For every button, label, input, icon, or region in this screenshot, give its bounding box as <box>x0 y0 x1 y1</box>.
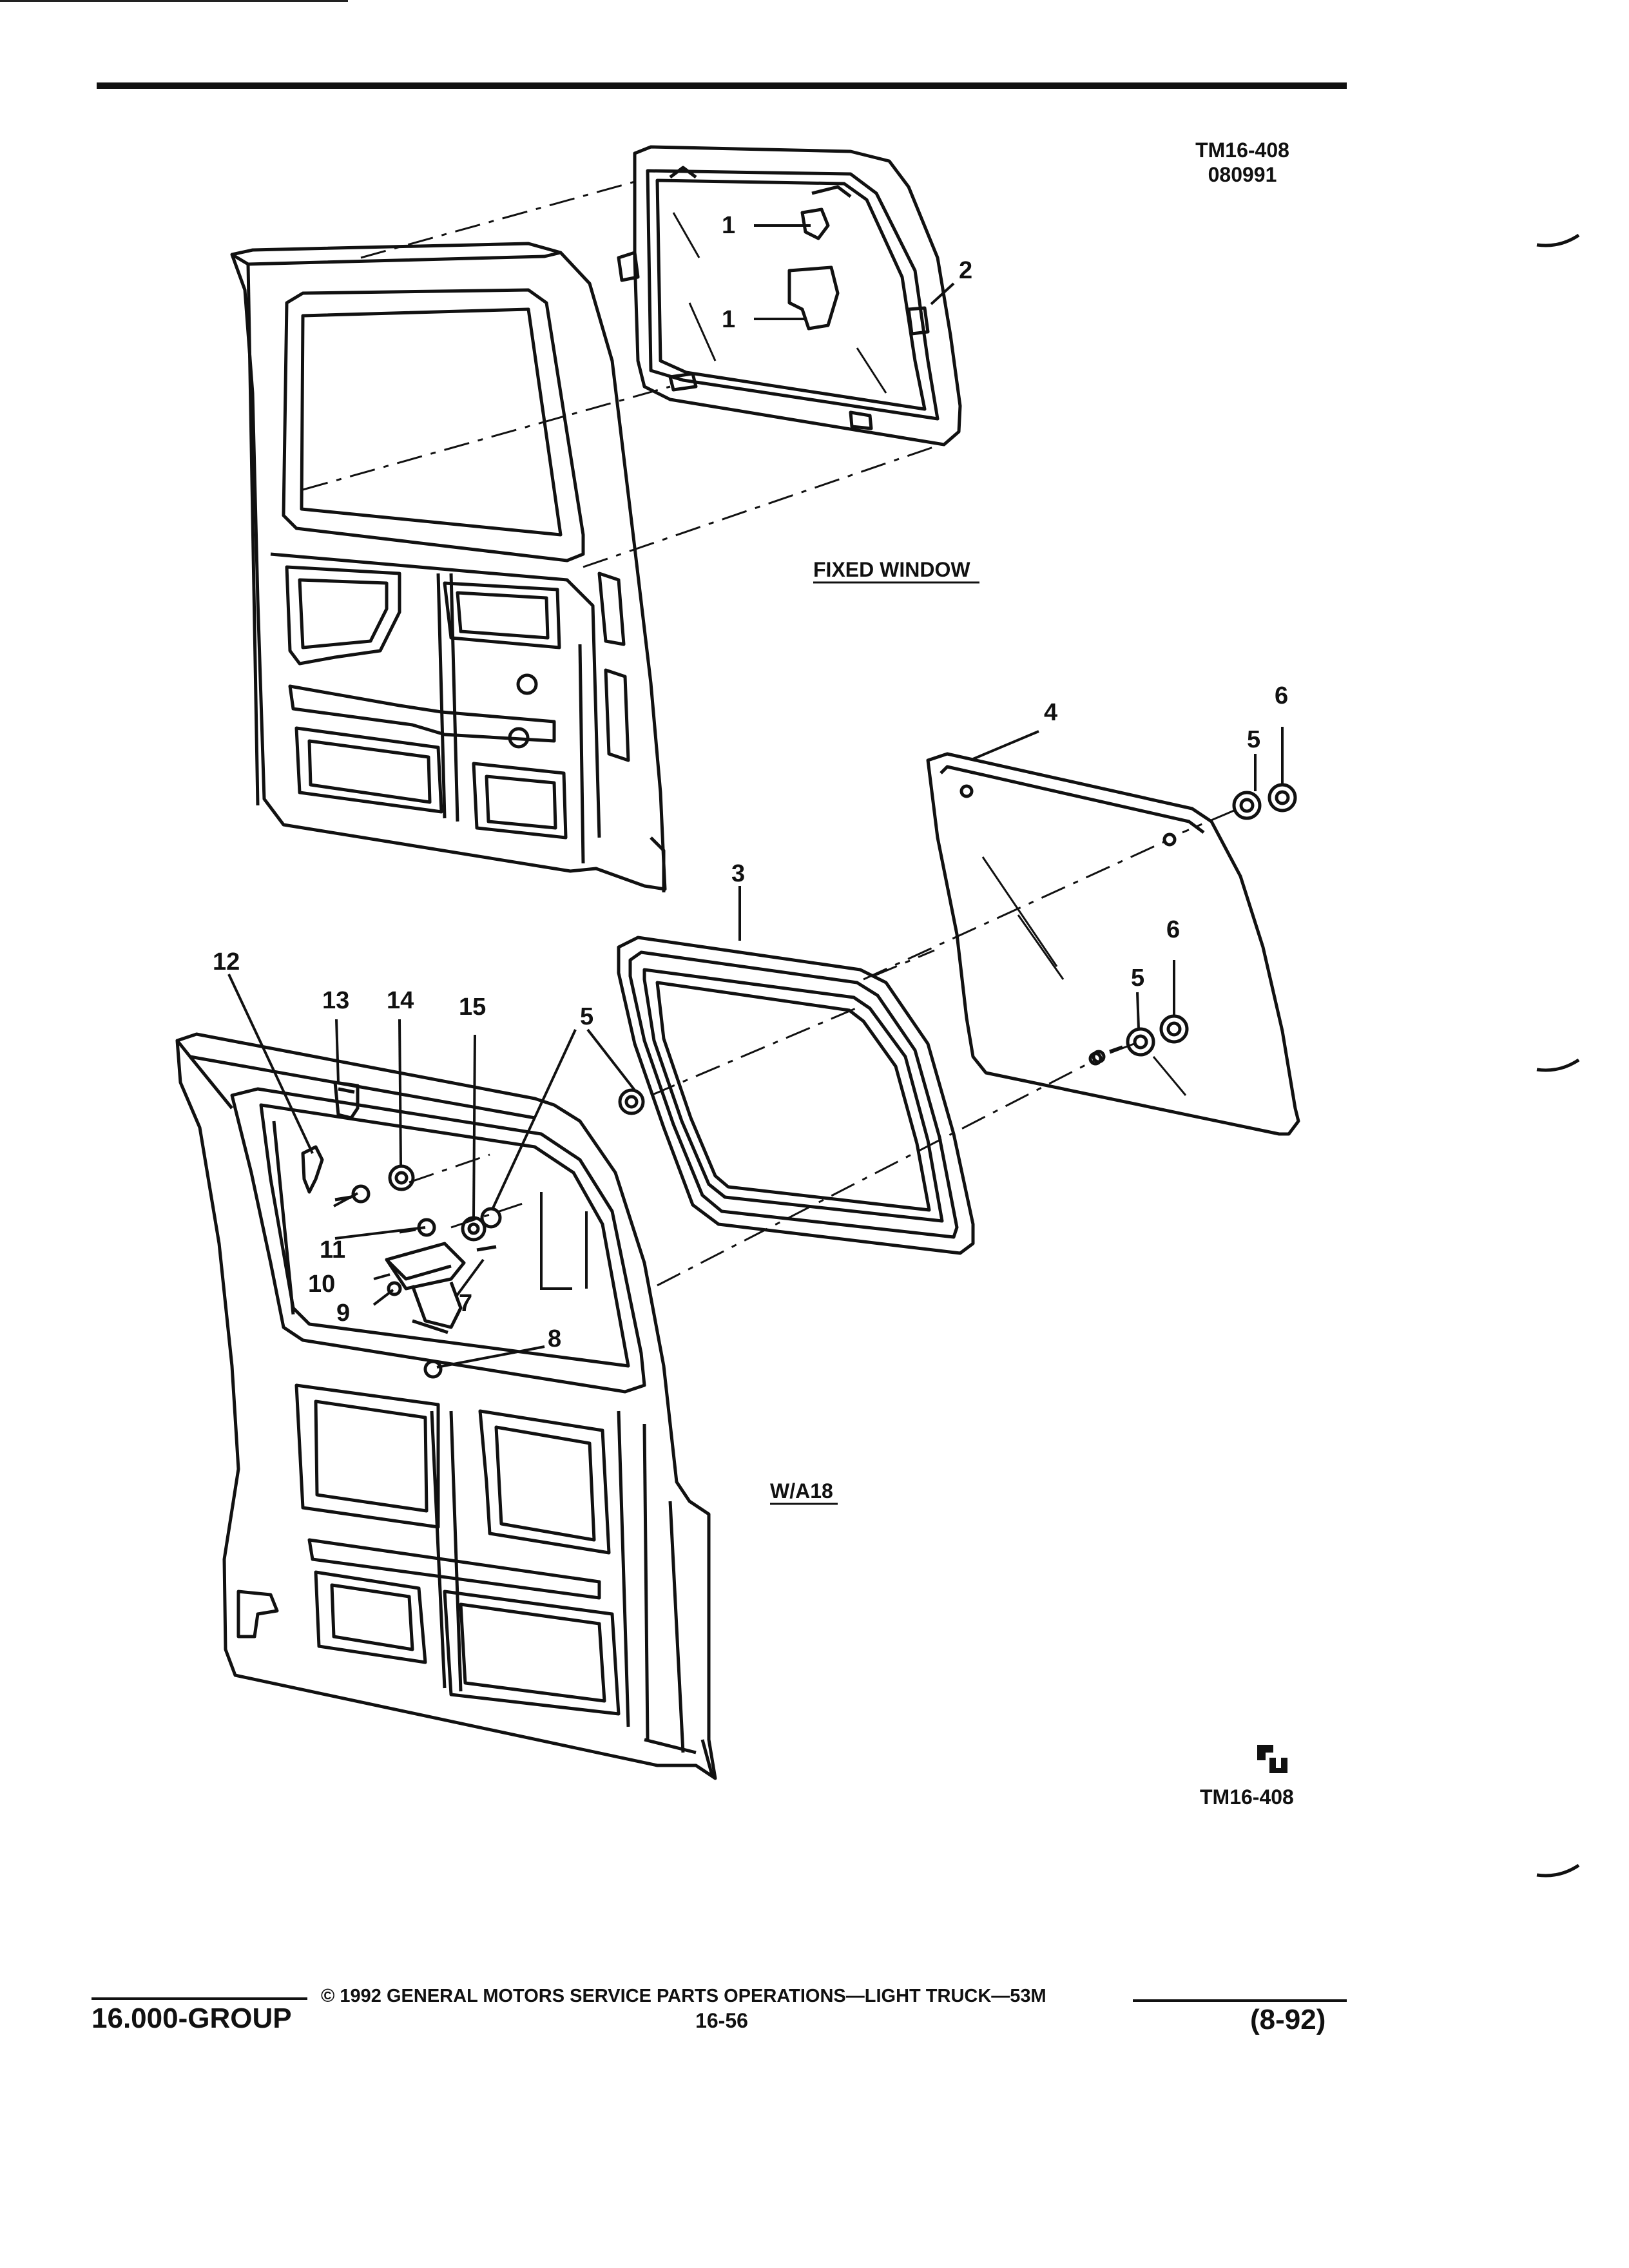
callout-label: 13 <box>322 987 349 1014</box>
scan-edge-mark <box>0 0 348 2</box>
callout-label: 15 <box>459 994 486 1021</box>
callout-leaders-upper <box>754 224 955 320</box>
fixed-window-assembly <box>617 145 962 447</box>
footer-revision: (8-92) <box>1250 2004 1326 2035</box>
footer-page-number: 16-56 <box>695 2009 748 2032</box>
window-seal <box>617 936 975 1255</box>
callout-label: 10 <box>308 1271 335 1298</box>
footer-right-rule <box>1133 1999 1347 2002</box>
callout-leaders-lower <box>227 727 1284 1369</box>
callout-label: 5 <box>580 1003 593 1030</box>
callout-label: 5 <box>1131 965 1144 992</box>
illustration-code: TM16-408 <box>1195 139 1289 162</box>
callout-label: 12 <box>213 948 240 975</box>
header-rule <box>97 82 1347 89</box>
option-caption: W/A18 <box>770 1479 833 1503</box>
callout-label: 14 <box>387 987 414 1014</box>
callout-label: 5 <box>1247 726 1260 753</box>
gm-service-parts-logo-icon <box>1257 1745 1287 1773</box>
callout-label: 1 <box>722 212 735 239</box>
callout-label: 4 <box>1044 699 1057 726</box>
callout-label: 6 <box>1275 682 1288 709</box>
alignment-lines-upper <box>302 180 941 568</box>
footer-group: 16.000-GROUP <box>92 2003 292 2034</box>
callout-label: 3 <box>731 860 745 887</box>
lower-door-panel <box>175 1032 717 1780</box>
footer-copyright: © 1992 GENERAL MOTORS SERVICE PARTS OPER… <box>321 1986 1046 2006</box>
door-glass <box>926 752 1300 1136</box>
illustration-code-bottom: TM16-408 <box>1200 1785 1294 1809</box>
callout-label: 7 <box>459 1290 472 1317</box>
alignment-lines-lower <box>409 809 1235 1287</box>
illustration-code-block: TM16-408 080991 <box>1171 138 1313 187</box>
callout-label: 1 <box>722 306 735 333</box>
callout-label: 9 <box>336 1300 350 1327</box>
hinge-hardware <box>301 1081 645 1379</box>
binding-marks <box>1536 233 1580 1878</box>
upper-door-panel <box>230 242 667 892</box>
fixed-window-caption: FIXED WINDOW <box>813 558 970 581</box>
footer-left-rule <box>92 1997 307 2000</box>
callout-label: 2 <box>959 257 972 284</box>
callout-label: 8 <box>548 1325 561 1352</box>
callout-label: 11 <box>320 1236 345 1264</box>
callout-label: 6 <box>1166 916 1180 943</box>
illustration-date: 080991 <box>1208 163 1277 186</box>
